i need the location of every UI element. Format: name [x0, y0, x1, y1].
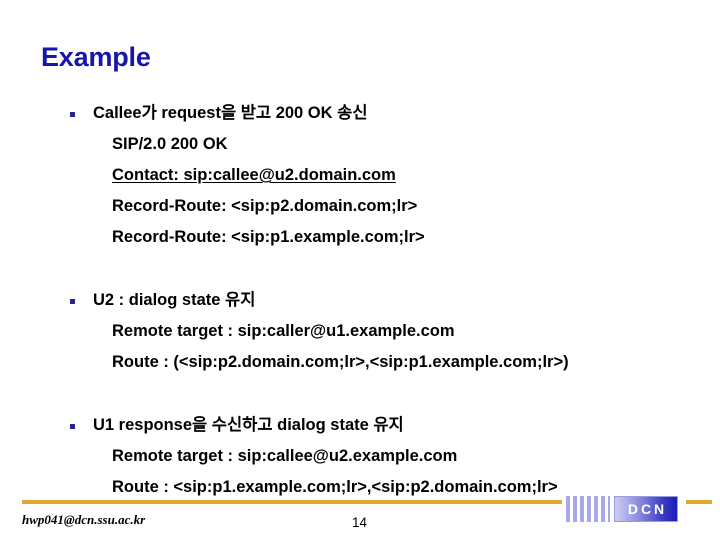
sub-line: Record-Route: <sip:p1.example.com;lr> [0, 222, 720, 253]
square-bullet-icon [70, 424, 75, 429]
square-bullet-icon [70, 112, 75, 117]
sub-line-text: SIP/2.0 200 OK [112, 135, 228, 153]
sub-line: Remote target : sip:caller@u1.example.co… [0, 316, 720, 347]
bullet-row: U1 response을 수신하고 dialog state 유지 [0, 410, 720, 441]
footer-email: hwp041@dcn.ssu.ac.kr [22, 512, 146, 527]
bullet-group: U1 response을 수신하고 dialog state 유지 Remote… [0, 410, 720, 503]
sub-line: Route : (<sip:p2.domain.com;lr>,<sip:p1.… [0, 347, 720, 378]
bullet-row: U2 : dialog state 유지 [0, 285, 720, 316]
logo-badge: DCN [614, 496, 678, 522]
slide-content: Callee가 request을 받고 200 OK 송신 SIP/2.0 20… [0, 98, 720, 503]
sub-line: SIP/2.0 200 OK [0, 129, 720, 160]
sub-line-text: Remote target : sip:caller@u1.example.co… [112, 322, 455, 340]
bullet-label: U2 : dialog state 유지 [93, 291, 256, 309]
bullet-label: Callee가 request을 받고 200 OK 송신 [93, 104, 368, 122]
logo-stripes-icon [566, 496, 610, 522]
sub-line-text: Route : <sip:p1.example.com;lr>,<sip:p2.… [112, 478, 558, 496]
sub-line-text: Record-Route: <sip:p2.domain.com;lr> [112, 197, 418, 215]
footer-divider-left [22, 500, 562, 504]
sub-line: Contact: sip:callee@u2.domain.com [0, 160, 720, 191]
bullet-label: U1 response을 수신하고 dialog state 유지 [93, 416, 404, 434]
bullet-group: U2 : dialog state 유지 Remote target : sip… [0, 285, 720, 378]
sub-line-text-contact: Contact: sip:callee@u2.domain.com [112, 166, 396, 184]
page-title: Example [41, 42, 151, 72]
dcn-logo: DCN [566, 496, 678, 522]
logo-badge-label: DCN [627, 501, 668, 517]
footer-divider-right [686, 500, 712, 504]
sub-line: Remote target : sip:callee@u2.example.co… [0, 441, 720, 472]
bullet-row: Callee가 request을 받고 200 OK 송신 [0, 98, 720, 129]
sub-line-text: Remote target : sip:callee@u2.example.co… [112, 447, 458, 465]
bullet-group: Callee가 request을 받고 200 OK 송신 SIP/2.0 20… [0, 98, 720, 253]
sub-line: Record-Route: <sip:p2.domain.com;lr> [0, 191, 720, 222]
square-bullet-icon [70, 299, 75, 304]
sub-line-text: Record-Route: <sip:p1.example.com;lr> [112, 228, 425, 246]
sub-line: Route : <sip:p1.example.com;lr>,<sip:p2.… [0, 472, 720, 503]
page-number: 14 [352, 515, 368, 530]
sub-line-text: Route : (<sip:p2.domain.com;lr>,<sip:p1.… [112, 353, 569, 371]
